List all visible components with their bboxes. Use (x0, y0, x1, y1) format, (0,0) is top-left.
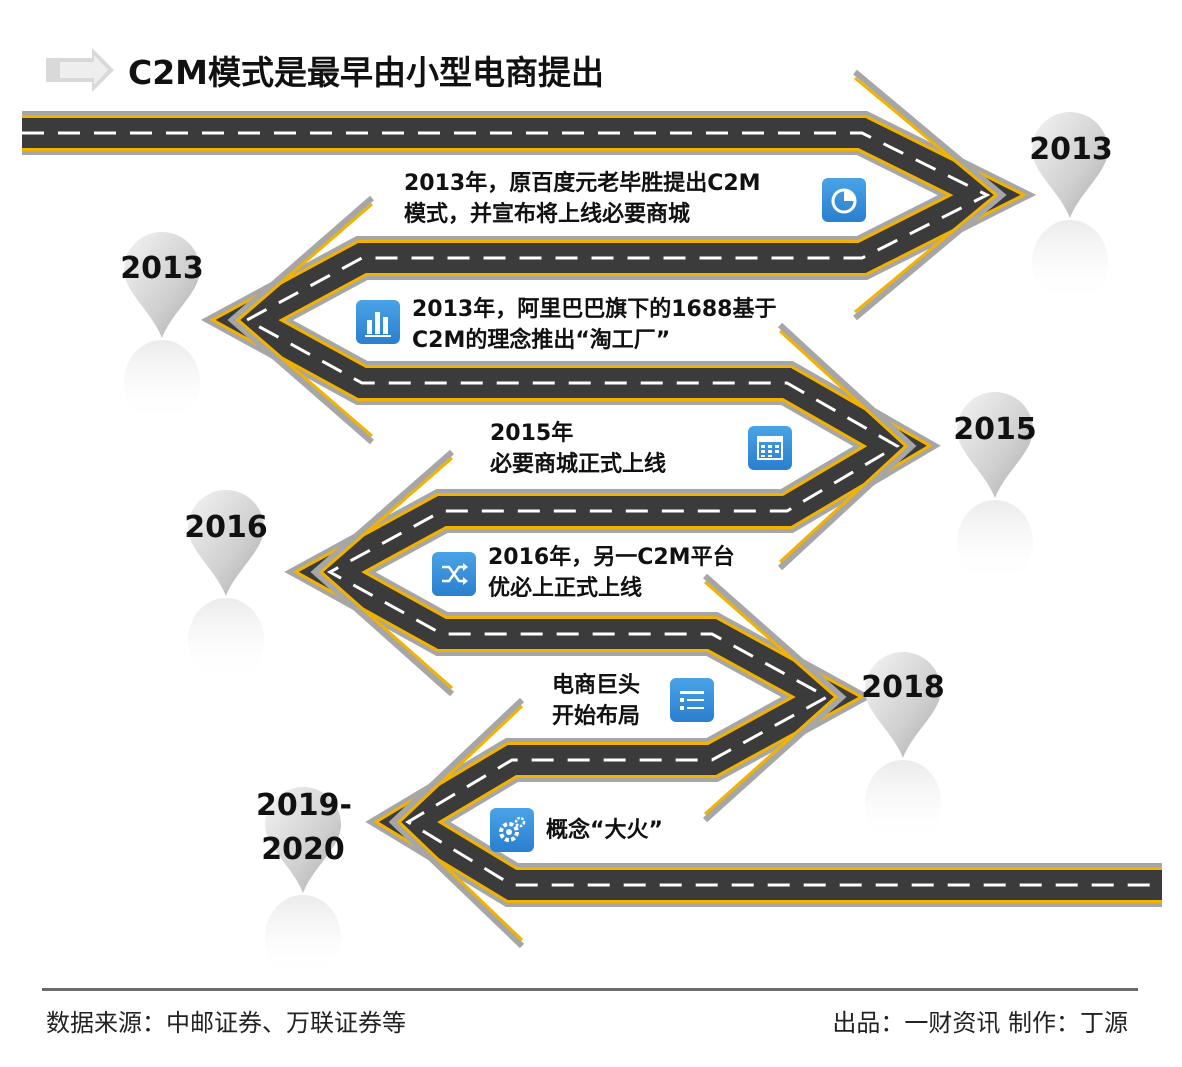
footer-divider (42, 988, 1138, 991)
location-pin-icon (865, 652, 941, 844)
milestone-text-line: 必要商城正式上线 (490, 452, 667, 477)
milestone-text: 电商巨头 开始布局 (552, 670, 640, 732)
milestone-text-line: 2016年，另一C2M平台 (488, 545, 735, 570)
shuffle-icon (432, 552, 476, 596)
data-source: 数据来源：中邮证券、万联证券等 (46, 1009, 406, 1037)
milestone-text-line: 电商巨头 (552, 673, 641, 698)
location-pin-icon (265, 787, 341, 979)
location-pin-icon (1032, 112, 1108, 304)
milestone-text-line: 模式，并宣布将上线必要商城 (404, 202, 691, 227)
milestone-text-line: 2013年，原百度元老毕胜提出C2M (404, 171, 761, 196)
milestone-text: 2015年 必要商城正式上线 (490, 418, 666, 480)
milestone-text-line: 概念“大火” (546, 818, 663, 843)
milestone-text-line: 开始布局 (552, 704, 641, 729)
page-title: C2M模式是最早由小型电商提出 (128, 53, 605, 92)
bar-chart-icon (356, 300, 400, 344)
year-label: 2018 (861, 670, 945, 705)
year-label: 2016 (184, 510, 268, 545)
milestone-text-line: C2M的理念推出“淘工厂” (412, 328, 671, 353)
milestone-text-line: 优必上正式上线 (488, 576, 643, 601)
milestone-text: 2013年，原百度元老毕胜提出C2M 模式，并宣布将上线必要商城 (404, 168, 761, 230)
credit-line: 出品：一财资讯 制作：丁源 (832, 1009, 1128, 1037)
pie-chart-icon (822, 178, 866, 222)
location-pin-icon (957, 392, 1033, 584)
winding-road (22, 69, 1162, 949)
year-label: 2013 (120, 251, 204, 286)
title-arrow-icon (46, 48, 114, 92)
location-pin-icon (124, 232, 200, 424)
year-label: 2019- (256, 788, 352, 823)
milestone-text: 2016年，另一C2M平台 优必上正式上线 (488, 542, 735, 604)
milestone-text: 2013年，阿里巴巴旗下的1688基于 C2M的理念推出“淘工厂” (412, 294, 776, 356)
milestone-text-line: 2013年，阿里巴巴旗下的1688基于 (412, 297, 777, 322)
gear-icon (490, 808, 534, 852)
year-label: 2020 (261, 832, 345, 867)
year-label: 2015 (953, 412, 1037, 447)
location-pin-icon (188, 490, 264, 682)
milestone-text-line: 2015年 (490, 421, 574, 446)
calendar-icon (748, 426, 792, 470)
year-label: 2013 (1029, 132, 1113, 167)
list-icon (670, 678, 714, 722)
milestone-text: 概念“大火” (546, 815, 663, 846)
